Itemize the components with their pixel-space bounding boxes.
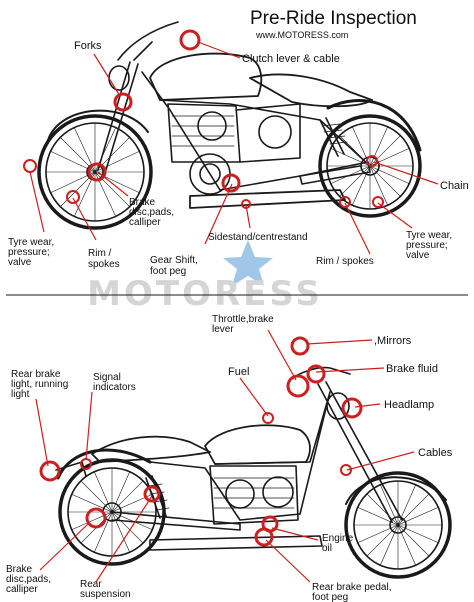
top-leaders [29, 41, 439, 255]
label-rear-suspension-2: suspension [80, 589, 131, 600]
marker-rear-brake-pedal [254, 527, 274, 547]
label-front-rim-1: Rim / [88, 248, 112, 259]
marker-clutch-lever [179, 29, 201, 51]
top-markers [23, 29, 384, 209]
marker-signal-indicators [80, 458, 92, 470]
label-clutch-lever: Clutch lever & cable [242, 53, 340, 65]
marker-brake-fluid [306, 364, 326, 384]
label-front-brake-3: calliper [129, 217, 161, 228]
label-rear-brake-1: Brake [6, 564, 33, 575]
label-rear-brake-light-1: Rear brake [11, 369, 61, 380]
marker-rear-tyre [372, 196, 384, 208]
marker-front-tyre [23, 159, 37, 173]
marker-cables [340, 464, 352, 476]
top-motorcycle-illustration [37, 21, 422, 230]
marker-front-brake [87, 162, 107, 182]
marker-front-rim [66, 190, 80, 204]
marker-forks [113, 92, 133, 112]
watermark-text: MOTORESS [87, 274, 323, 314]
label-rear-tyre-3: valve [406, 250, 430, 261]
label-rear-brake-2: disc,pads, [6, 574, 51, 585]
label-headlamp: Headlamp [384, 399, 434, 411]
page-title: Pre-Ride Inspection [250, 8, 417, 29]
label-brake-fluid: Brake fluid [386, 363, 438, 375]
marker-chain [366, 155, 378, 167]
label-front-brake-2: disc,pads, [129, 207, 174, 218]
label-rear-tyre-2: pressure; [406, 240, 448, 251]
marker-headlamp [341, 397, 363, 419]
label-signal-1: Signal [93, 372, 121, 383]
bottom-front-wheel [344, 471, 452, 579]
label-throttle-2: lever [212, 324, 234, 335]
marker-throttle [286, 374, 310, 398]
label-front-tyre-1: Tyre wear, [8, 237, 54, 248]
top-labels: Forks Clutch lever & cable Chain Brake d… [8, 40, 469, 277]
watermark: MOTORESS [87, 240, 323, 314]
label-mirrors: ,Mirrors [374, 335, 412, 347]
website-url: www.MOTORESS.com [255, 30, 348, 40]
label-front-tyre-3: valve [8, 257, 32, 268]
label-rear-pedal-2: foot peg [312, 592, 348, 602]
bottom-leaders [35, 329, 415, 583]
bottom-motorcycle-illustration [55, 366, 452, 579]
bottom-labels: Throttle,brake lever ,Mirrors Fuel Brake… [6, 314, 453, 602]
label-gear-shift-1: Gear Shift, [150, 255, 198, 266]
label-rear-rim: Rim / spokes [316, 256, 374, 267]
label-cables: Cables [418, 447, 453, 459]
bottom-engine [209, 465, 299, 525]
label-front-rim-2: spokes [88, 259, 120, 270]
label-front-tyre-2: pressure; [8, 247, 50, 258]
label-rear-suspension-1: Rear [80, 579, 102, 590]
label-rear-brake-3: calliper [6, 584, 38, 595]
marker-rear-brake-disc [85, 507, 107, 529]
marker-sidestand [241, 199, 251, 209]
label-rear-brake-light-2: light, running [11, 379, 68, 390]
label-fuel: Fuel [228, 366, 249, 378]
label-signal-2: indicators [93, 382, 136, 393]
marker-rear-rim [339, 196, 351, 208]
label-gear-shift-2: foot peg [150, 266, 186, 277]
watermark-star-icon [223, 240, 273, 286]
label-sidestand: Sidestand/centrestand [208, 232, 308, 243]
label-throttle-1: Throttle,brake [212, 314, 274, 325]
label-rear-tyre-1: Tyre wear, [406, 230, 452, 241]
marker-rear-suspension [143, 485, 161, 503]
label-rear-brake-light-3: light [11, 389, 30, 400]
label-engine-oil-2: oil [322, 543, 332, 554]
label-chain: Chain [440, 180, 469, 192]
label-engine-oil-1: Engine [322, 533, 354, 544]
label-front-brake-1: Brake [129, 197, 156, 208]
marker-rear-brake-light [39, 460, 61, 482]
marker-fuel [262, 412, 274, 424]
marker-gear-shift [221, 173, 241, 193]
top-engine [167, 103, 301, 195]
bottom-markers [39, 336, 363, 547]
marker-mirrors [290, 336, 310, 356]
label-forks: Forks [74, 40, 102, 52]
label-rear-pedal-1: Rear brake pedal, [312, 582, 392, 593]
